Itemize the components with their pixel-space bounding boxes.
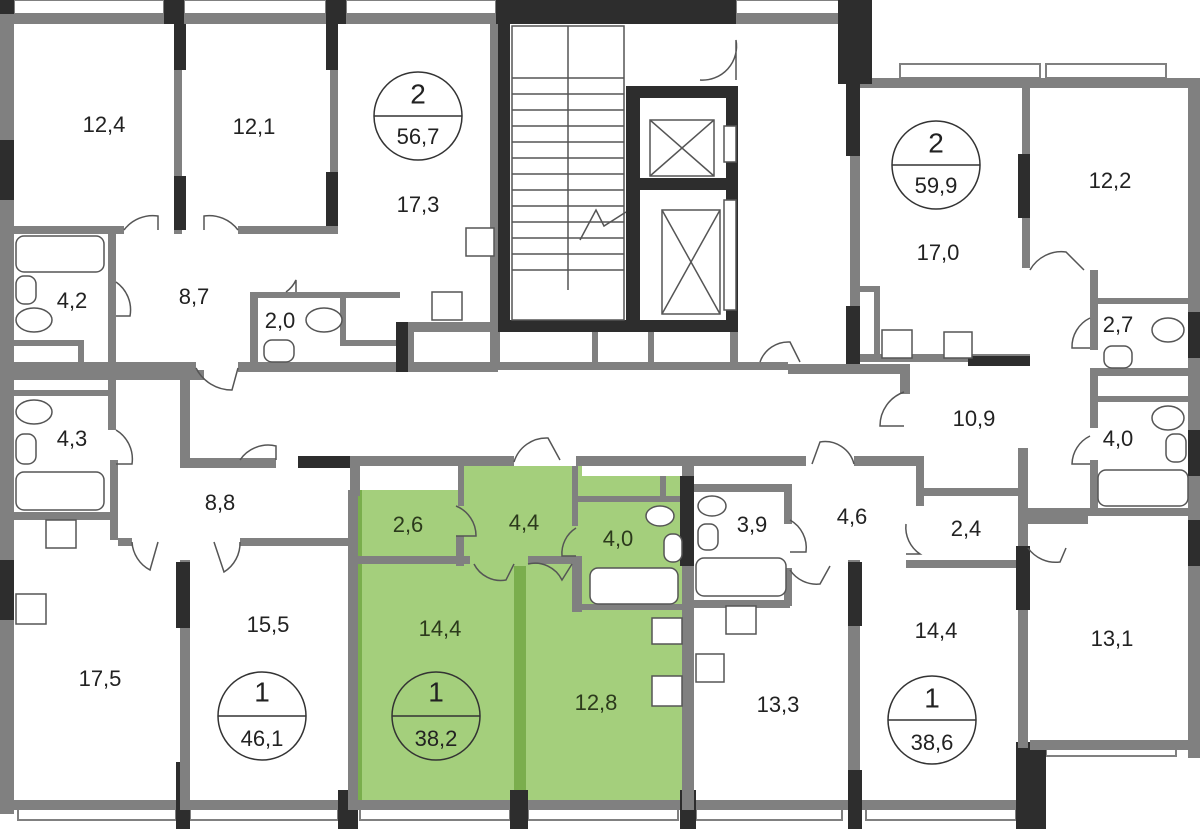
room-area-label: 8,7 xyxy=(179,284,210,309)
apartment-rooms: 1 xyxy=(924,682,940,713)
apartment-badge[interactable]: 2 56,7 xyxy=(373,71,463,161)
room-area-label: 2,7 xyxy=(1103,312,1134,337)
apartment-area: 38,6 xyxy=(911,730,954,755)
apartment-area: 59,9 xyxy=(915,173,958,198)
room-labels: 12,4 12,1 17,3 4,2 8,7 2,0 17,0 12,2 2,7… xyxy=(57,112,1134,717)
stove-icon xyxy=(15,227,973,707)
apartment-badge[interactable]: 1 38,2 xyxy=(391,671,481,761)
room-area-label: 4,6 xyxy=(837,504,868,529)
room-area-label: 17,3 xyxy=(397,192,440,217)
room-area-label: 8,8 xyxy=(205,490,236,515)
apartment-rooms: 2 xyxy=(928,127,944,158)
room-area-label: 3,9 xyxy=(737,512,768,537)
room-area-label: 12,4 xyxy=(83,112,126,137)
room-area-label: 2,6 xyxy=(393,512,424,537)
room-area-label: 4,0 xyxy=(603,526,634,551)
room-area-label: 4,0 xyxy=(1103,426,1134,451)
elevator-icon xyxy=(649,119,737,315)
sink-icon xyxy=(15,275,1187,645)
bathtub-icon xyxy=(15,235,1189,605)
room-area-label: 2,4 xyxy=(951,516,982,541)
apartment-badge[interactable]: 2 59,9 xyxy=(891,120,981,210)
room-area-label: 17,5 xyxy=(79,666,122,691)
room-area-label: 12,1 xyxy=(233,114,276,139)
room-area-label: 10,9 xyxy=(953,406,996,431)
room-area-label: 14,4 xyxy=(915,618,958,643)
apartment-area: 46,1 xyxy=(241,726,284,751)
apartment-area: 56,7 xyxy=(397,124,440,149)
apartment-rooms: 1 xyxy=(428,676,444,707)
apartment-area: 38,2 xyxy=(415,726,458,751)
apartment-rooms: 2 xyxy=(410,78,426,109)
room-area-label: 2,0 xyxy=(265,308,296,333)
room-area-label: 4,2 xyxy=(57,288,88,313)
room-area-label: 17,0 xyxy=(917,240,960,265)
door-icon xyxy=(115,39,1091,585)
toilet-icon xyxy=(15,307,1185,527)
room-area-label: 15,5 xyxy=(247,612,290,637)
room-area-label: 12,8 xyxy=(575,690,618,715)
room-area-label: 4,4 xyxy=(509,510,540,535)
room-area-label: 13,3 xyxy=(757,692,800,717)
apartment-rooms: 1 xyxy=(254,676,270,707)
room-area-label: 4,3 xyxy=(57,426,88,451)
stairs-icon xyxy=(511,25,627,321)
apartment-badge[interactable]: 1 46,1 xyxy=(217,671,307,761)
room-area-label: 12,2 xyxy=(1089,168,1132,193)
room-area-label: 14,4 xyxy=(419,616,462,641)
room-area-label: 13,1 xyxy=(1091,626,1134,651)
apartment-badge[interactable]: 1 38,6 xyxy=(887,675,977,765)
